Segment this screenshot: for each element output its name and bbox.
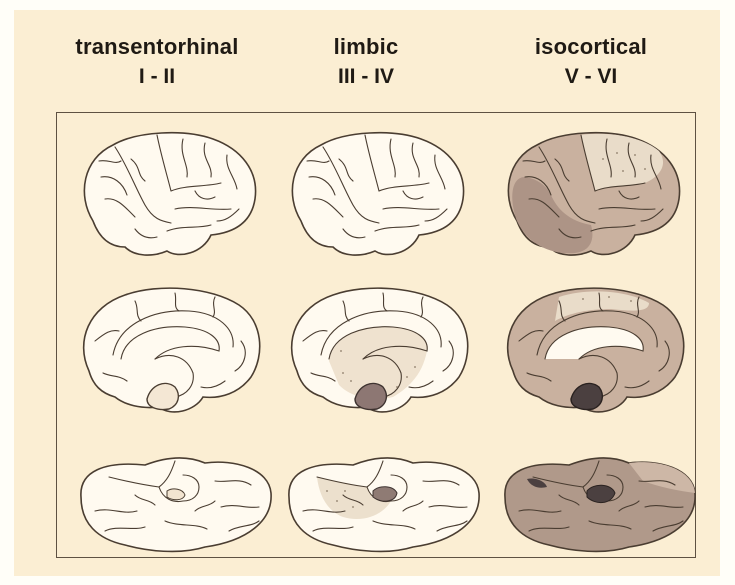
stage-header-limbic: limbic III - IV xyxy=(251,32,481,92)
lateral-brain-stage-1 xyxy=(75,125,265,265)
lateral-brain-stage-2 xyxy=(283,125,473,265)
braak-staging-figure: transentorhinal I - II limbic III - IV i… xyxy=(14,10,720,576)
medial-brain-stage-2 xyxy=(283,281,473,421)
stage-name: limbic xyxy=(251,32,481,62)
basal-brain-stage-3 xyxy=(499,451,699,555)
stage-header-transentorhinal: transentorhinal I - II xyxy=(42,32,272,92)
stage-header-isocortical: isocortical V - VI xyxy=(476,32,706,92)
stage-range: I - II xyxy=(42,62,272,92)
medial-brain-stage-3 xyxy=(499,281,689,421)
lateral-brain-stage-3 xyxy=(499,125,689,265)
stage-name: isocortical xyxy=(476,32,706,62)
stage-name: transentorhinal xyxy=(42,32,272,62)
medial-brain-stage-1 xyxy=(75,281,265,421)
stage-range: III - IV xyxy=(251,62,481,92)
brain-panel xyxy=(56,112,696,558)
stage-range: V - VI xyxy=(476,62,706,92)
basal-brain-stage-2 xyxy=(283,451,483,555)
basal-brain-stage-1 xyxy=(75,451,275,555)
